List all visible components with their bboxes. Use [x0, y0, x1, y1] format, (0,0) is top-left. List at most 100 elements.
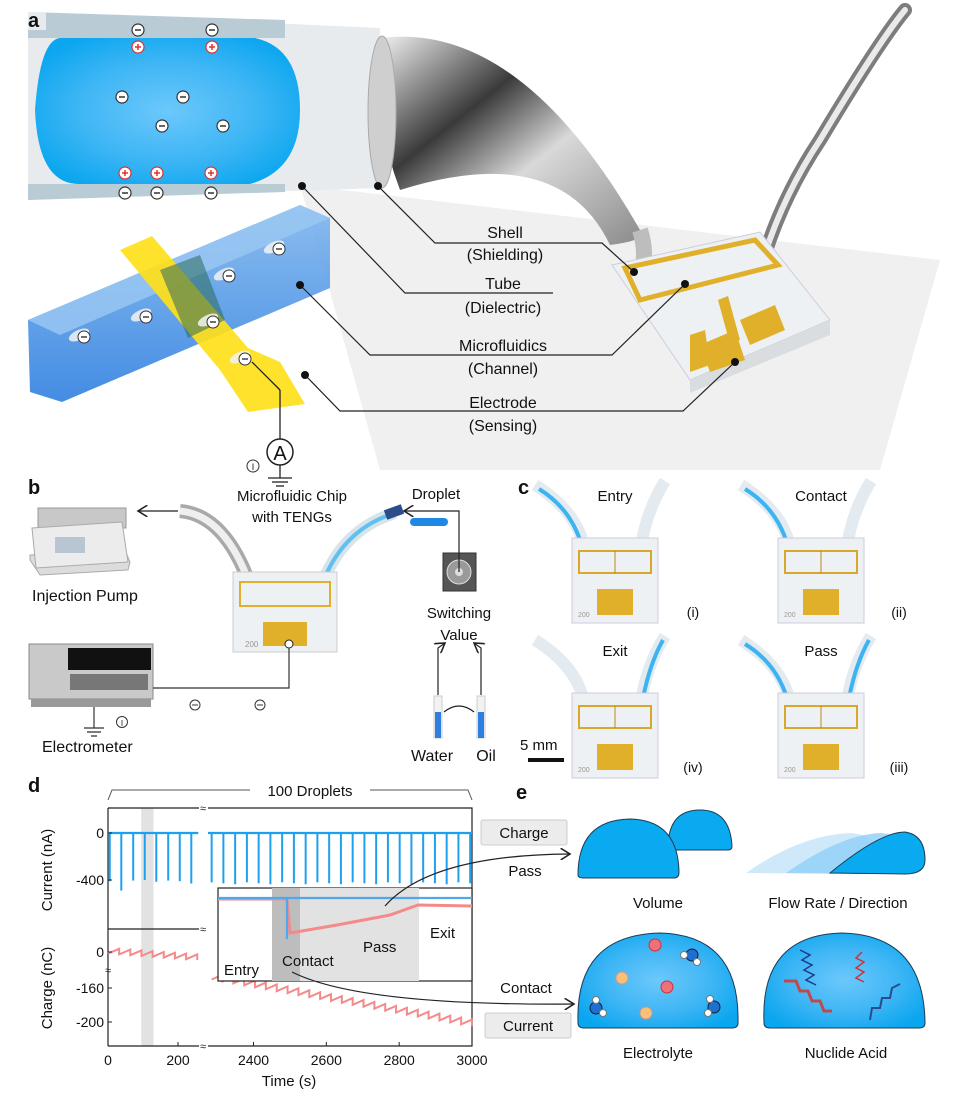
- shell-metal: [377, 36, 642, 245]
- nuclide-acid-droplet-icon: [763, 932, 926, 1029]
- callout-tube-title: Tube: [485, 276, 521, 293]
- x-tick-label: 0: [104, 1052, 112, 1068]
- panel-a-label: a: [28, 10, 40, 32]
- droplet-count-bracket: [107, 789, 473, 801]
- electron-icons: [189, 699, 266, 711]
- svg-text:200: 200: [784, 612, 796, 619]
- callout-dots: [296, 182, 739, 379]
- flow-rate-droplet-icon: [746, 831, 926, 875]
- inset-contact-label: Contact: [282, 953, 335, 970]
- chip-frame-contact: 200 Contact (ii): [737, 477, 907, 624]
- label-flow-rate: Flow Rate / Direction: [768, 895, 907, 912]
- tube-wall-top: [28, 12, 285, 38]
- pass-arrow-label: Pass: [508, 863, 541, 880]
- panel-e: e V: [516, 782, 926, 1062]
- frame-title: Contact: [795, 488, 848, 505]
- callout-electrode-title: Electrode: [469, 395, 537, 412]
- label-electrolyte: Electrolyte: [623, 1045, 693, 1062]
- current-symbol-icon: [246, 459, 260, 473]
- water-plug-icon: [847, 639, 871, 699]
- callout-lines: [299, 185, 736, 412]
- droplet-label: Droplet: [412, 486, 461, 503]
- inset-current-line: [218, 896, 472, 939]
- shell-opening: [367, 35, 397, 189]
- frame-index: (i): [687, 604, 699, 620]
- current-symbol-icon-b: [116, 716, 128, 728]
- axis-break-icon: ≈: [200, 924, 206, 936]
- panel-c: c 5 mm 200Entry(i)200Contact(ii)200Exit(…: [518, 477, 909, 779]
- charge-line: [211, 973, 473, 1027]
- microfluidic-chip-photo: 200: [232, 571, 338, 653]
- valve-label-line2: Value: [440, 627, 477, 644]
- water-plug-icon: [743, 642, 789, 699]
- panel-c-label: c: [518, 477, 529, 499]
- inset-pass-label: Pass: [363, 939, 396, 956]
- y-tick-label: -200: [76, 1014, 104, 1030]
- frame-index: (ii): [891, 604, 907, 620]
- flow-arrow-to-chip: [404, 511, 460, 572]
- x-tick-label: 2600: [311, 1052, 342, 1068]
- chip-label-line2: with TENGs: [251, 509, 332, 526]
- background-wedge: [300, 185, 940, 470]
- switch-arrow-icon: [443, 705, 475, 713]
- svg-text:200: 200: [784, 767, 796, 774]
- inset-charge-line: [218, 897, 473, 935]
- callout-microfluidics-title: Microfluidics: [459, 338, 547, 355]
- cation-icon: [648, 938, 662, 952]
- x-tick-label: 2800: [384, 1052, 415, 1068]
- y-axis-label-current: Current (nA): [39, 829, 56, 912]
- panel-b-label: b: [28, 477, 40, 499]
- frame-index: (iii): [890, 759, 909, 775]
- frame-title: Pass: [804, 643, 837, 660]
- pump-label: Injection Pump: [32, 588, 138, 605]
- water-plug-icon: [537, 487, 583, 544]
- x-tick-label: 3000: [456, 1052, 487, 1068]
- water-plug-icon: [641, 639, 665, 699]
- valve-label-line1: Switching: [427, 605, 491, 622]
- x-tick-label: 200: [166, 1052, 190, 1068]
- callout-shell-title: Shell: [487, 225, 523, 242]
- panel-a: A I Shell (Shielding) Tube (Dielectric): [28, 3, 940, 487]
- electrolyte-droplet-icon: [577, 932, 739, 1029]
- y-axis-label-charge: Charge (nC): [39, 947, 56, 1030]
- charge-signal-label: Charge: [499, 825, 548, 842]
- x-axis-label: Time (s): [262, 1073, 316, 1090]
- callout-tube-subtitle: (Dielectric): [465, 300, 541, 317]
- volume-droplet-icon: [577, 809, 733, 879]
- y-tick-label: 0: [96, 825, 104, 841]
- chip-label-line1: Microfluidic Chip: [237, 488, 347, 505]
- ammeter-symbol: A: [273, 443, 287, 465]
- svg-text:I: I: [121, 719, 123, 728]
- svg-text:200: 200: [245, 640, 259, 649]
- y-tick-label: 0: [96, 944, 104, 960]
- charge-signal-box: [480, 819, 568, 846]
- panel-d: d ≈≈≈≈100 Droplets0-4000-160-200Current …: [28, 775, 574, 1090]
- y-axis-break-icon: ≈: [105, 965, 111, 977]
- charge-line: [107, 947, 199, 961]
- oil-label: Oil: [476, 748, 496, 765]
- current-signal-box: [484, 1012, 572, 1039]
- inset-exit-label: Exit: [430, 925, 456, 942]
- inset-entry-label: Entry: [224, 962, 260, 979]
- phase-inset: Entry Contact Pass Exit: [217, 887, 473, 982]
- channel-ions: [68, 240, 286, 366]
- label-volume: Volume: [633, 895, 683, 912]
- highlight-band: [141, 808, 154, 1046]
- tube-charges: [115, 23, 230, 200]
- callout-electrode-subtitle: (Sensing): [469, 418, 537, 435]
- outlet-tube: [753, 3, 912, 277]
- water-label: Water: [411, 748, 454, 765]
- frame-index: (iv): [683, 759, 702, 775]
- axis-break-icon: ≈: [200, 803, 206, 815]
- water-plug-icon: [743, 487, 789, 544]
- injection-pump-icon: [29, 507, 131, 576]
- y-tick-label: -160: [76, 980, 104, 996]
- droplet-count-label: 100 Droplets: [267, 783, 352, 800]
- chip-frame-pass: 200 Pass (iii): [737, 632, 909, 779]
- panel-b: b Injection Pump 200 Microfluidic Chip w…: [28, 477, 496, 765]
- axis-break-icon: ≈: [200, 1041, 206, 1053]
- pass-arrow: [384, 854, 570, 907]
- svg-text:200: 200: [578, 612, 590, 619]
